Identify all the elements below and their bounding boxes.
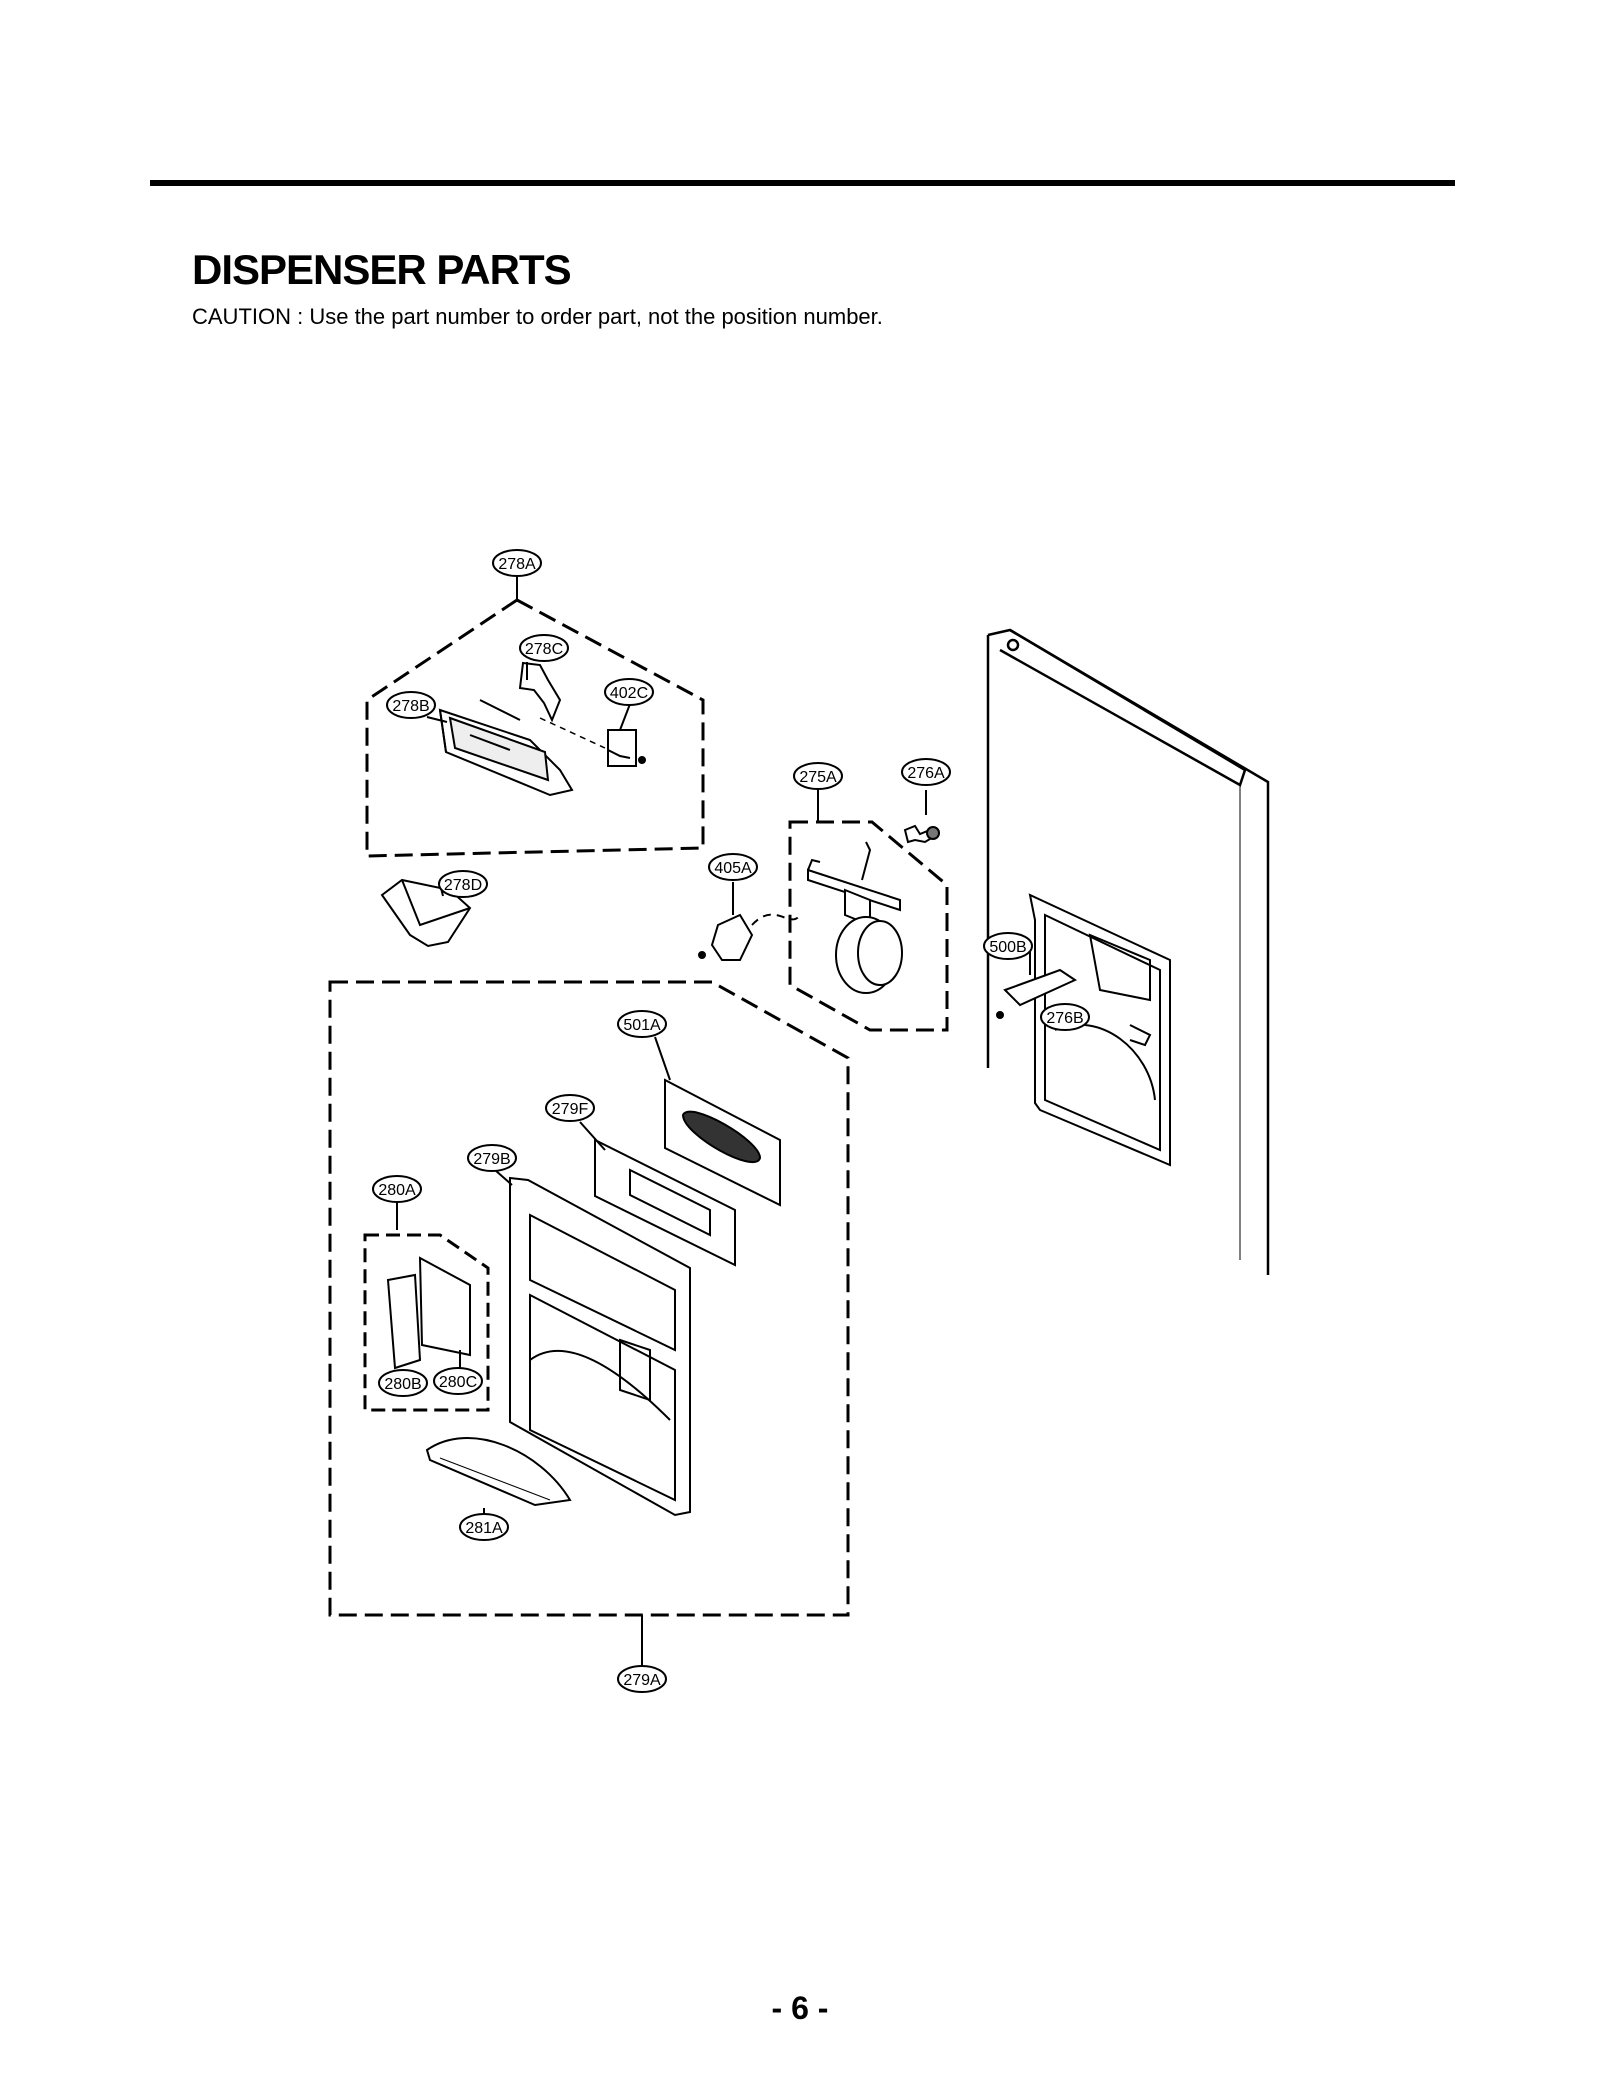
label-280a: 280A <box>372 1175 422 1203</box>
part-278c <box>518 661 562 723</box>
page-title: DISPENSER PARTS <box>192 246 572 293</box>
part-279b <box>494 1169 691 1517</box>
label-279a: 279A <box>617 1665 667 1693</box>
part-501a <box>654 1036 781 1207</box>
label-278c: 278C <box>519 634 569 662</box>
label-500b: 500B <box>983 932 1033 960</box>
label-501a: 501A <box>617 1010 667 1038</box>
svg-text:278B: 278B <box>392 698 429 715</box>
svg-text:279A: 279A <box>623 1672 661 1689</box>
group-275a <box>788 790 949 1032</box>
svg-text:279F: 279F <box>552 1101 589 1118</box>
part-276b <box>1129 1024 1152 1047</box>
label-405a: 405A <box>708 853 758 881</box>
door-panel <box>986 628 1270 1275</box>
label-279b: 279B <box>467 1144 517 1172</box>
svg-text:405A: 405A <box>714 860 752 877</box>
part-280c <box>418 1256 471 1370</box>
part-405a <box>698 882 801 961</box>
svg-text:278A: 278A <box>498 556 536 573</box>
caution-note: CAUTION : Use the part number to order p… <box>192 304 883 329</box>
label-278d: 278D <box>438 870 488 898</box>
label-279f: 279F <box>545 1094 595 1122</box>
svg-text:275A: 275A <box>799 769 837 786</box>
svg-text:278C: 278C <box>525 641 563 658</box>
svg-text:276A: 276A <box>907 765 945 782</box>
part-402c <box>539 703 646 767</box>
door-dispenser-recess <box>1028 893 1171 1167</box>
label-276a: 276A <box>901 758 951 786</box>
label-278a: 278A <box>492 549 542 577</box>
group-279a <box>328 980 850 1665</box>
label-281a: 281A <box>459 1513 509 1541</box>
group-280a <box>363 1200 490 1412</box>
group-278a <box>365 577 705 858</box>
label-402c: 402C <box>604 678 654 706</box>
label-278b: 278B <box>386 691 436 719</box>
svg-text:279B: 279B <box>473 1151 510 1168</box>
label-275a: 275A <box>793 762 843 790</box>
part-280b <box>386 1273 422 1382</box>
part-500b <box>996 945 1078 1019</box>
svg-text:280B: 280B <box>384 1376 421 1393</box>
label-280c: 280C <box>433 1367 483 1395</box>
header-rule <box>150 180 1455 186</box>
svg-text:281A: 281A <box>465 1520 503 1537</box>
label-280b: 280B <box>378 1369 428 1397</box>
part-276a <box>903 790 940 844</box>
page-number: - 6 - <box>771 1990 829 2026</box>
svg-text:280C: 280C <box>439 1374 477 1391</box>
svg-text:501A: 501A <box>623 1017 661 1034</box>
label-276b: 276B <box>1040 1003 1090 1031</box>
part-278b <box>426 699 574 797</box>
part-281a <box>425 1437 572 1514</box>
svg-text:402C: 402C <box>610 685 648 702</box>
svg-text:500B: 500B <box>989 939 1026 956</box>
svg-text:280A: 280A <box>378 1182 416 1199</box>
part-279f <box>579 1121 736 1267</box>
svg-text:276B: 276B <box>1046 1010 1083 1027</box>
part-275a <box>807 841 903 994</box>
svg-text:278D: 278D <box>444 877 482 894</box>
